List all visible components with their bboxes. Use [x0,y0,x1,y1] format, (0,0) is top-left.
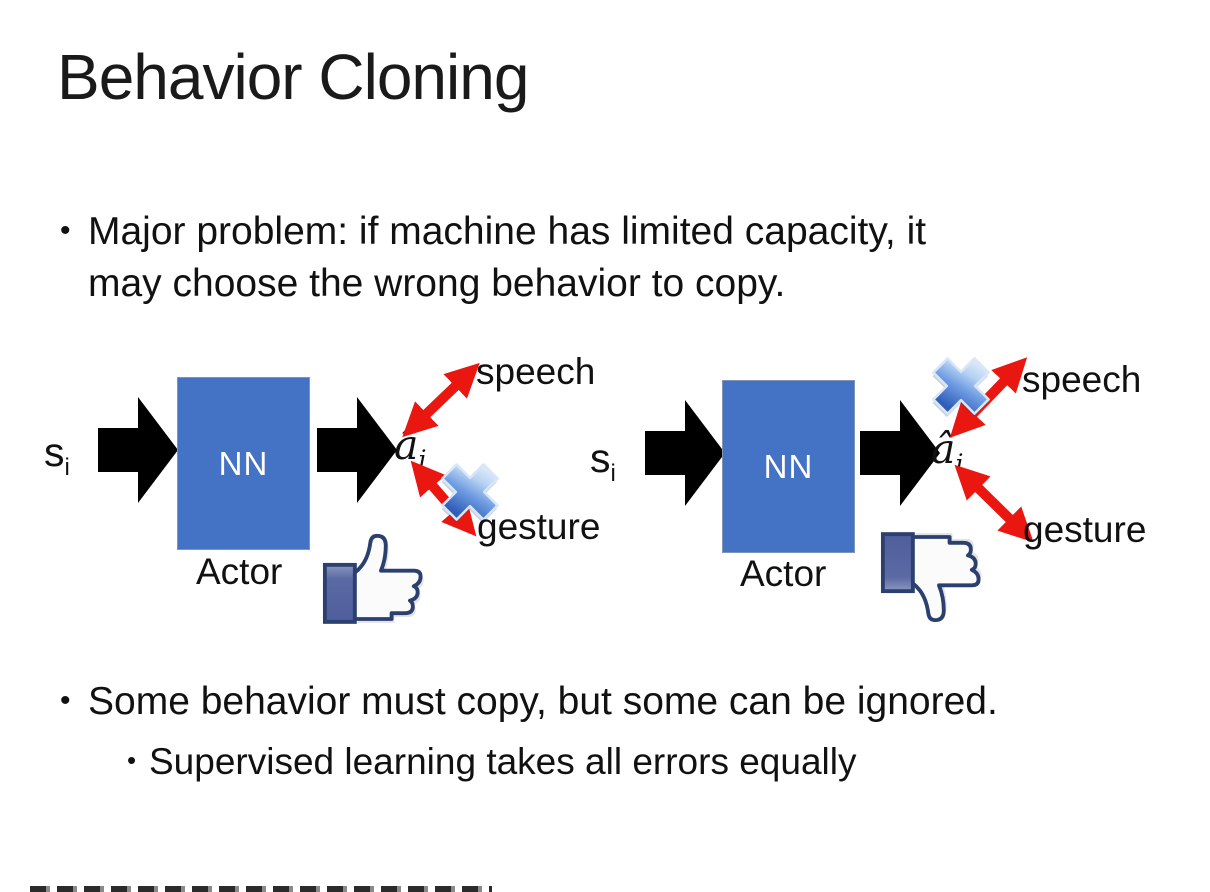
speech-label: speech [476,351,596,392]
thumbs-down-icon [880,532,982,623]
state-input-label: si [44,429,70,482]
gesture-label: gesture [1023,509,1147,550]
bullet-marker: • [60,684,71,717]
diagram-left: si NN âi [20,345,605,640]
gesture-double-arrow-icon [954,464,1034,543]
block-arrow-icon [317,397,397,503]
actor-label: Actor [740,553,827,594]
clipped-text-artifact [30,886,492,892]
bullet-main2: Some behavior must copy, but some can be… [88,680,998,723]
speech-label: speech [1022,359,1142,400]
bullet-marker: • [60,214,71,247]
block-arrow-icon [645,400,725,506]
block-arrow-icon [98,397,178,503]
nn-box: NN [722,380,855,553]
action-output-label: âi [931,425,964,479]
slide-title: Behavior Cloning [57,41,529,113]
gesture-label: gesture [477,506,601,547]
speech-double-arrow-icon [402,362,480,438]
nn-label: NN [763,447,814,485]
state-input-label: si [590,435,616,488]
diagram-right: si NN âi [585,345,1195,640]
action-output-label: âi [394,421,427,475]
thumbs-up-icon [322,533,424,624]
nn-label: NN [218,444,269,482]
block-arrow-icon [860,400,940,506]
bullet-main1-line2: may choose the wrong behavior to copy. [88,262,786,305]
nn-box: NN [177,377,310,550]
speech-double-arrow-icon [949,357,1028,438]
bullet-main1-line1: Major problem: if machine has limited ca… [88,210,927,253]
bullet-marker: • [127,745,137,775]
bullet-sub: Supervised learning takes all errors equ… [149,741,857,782]
actor-label: Actor [196,551,283,592]
gesture-double-arrow-icon [410,460,477,537]
